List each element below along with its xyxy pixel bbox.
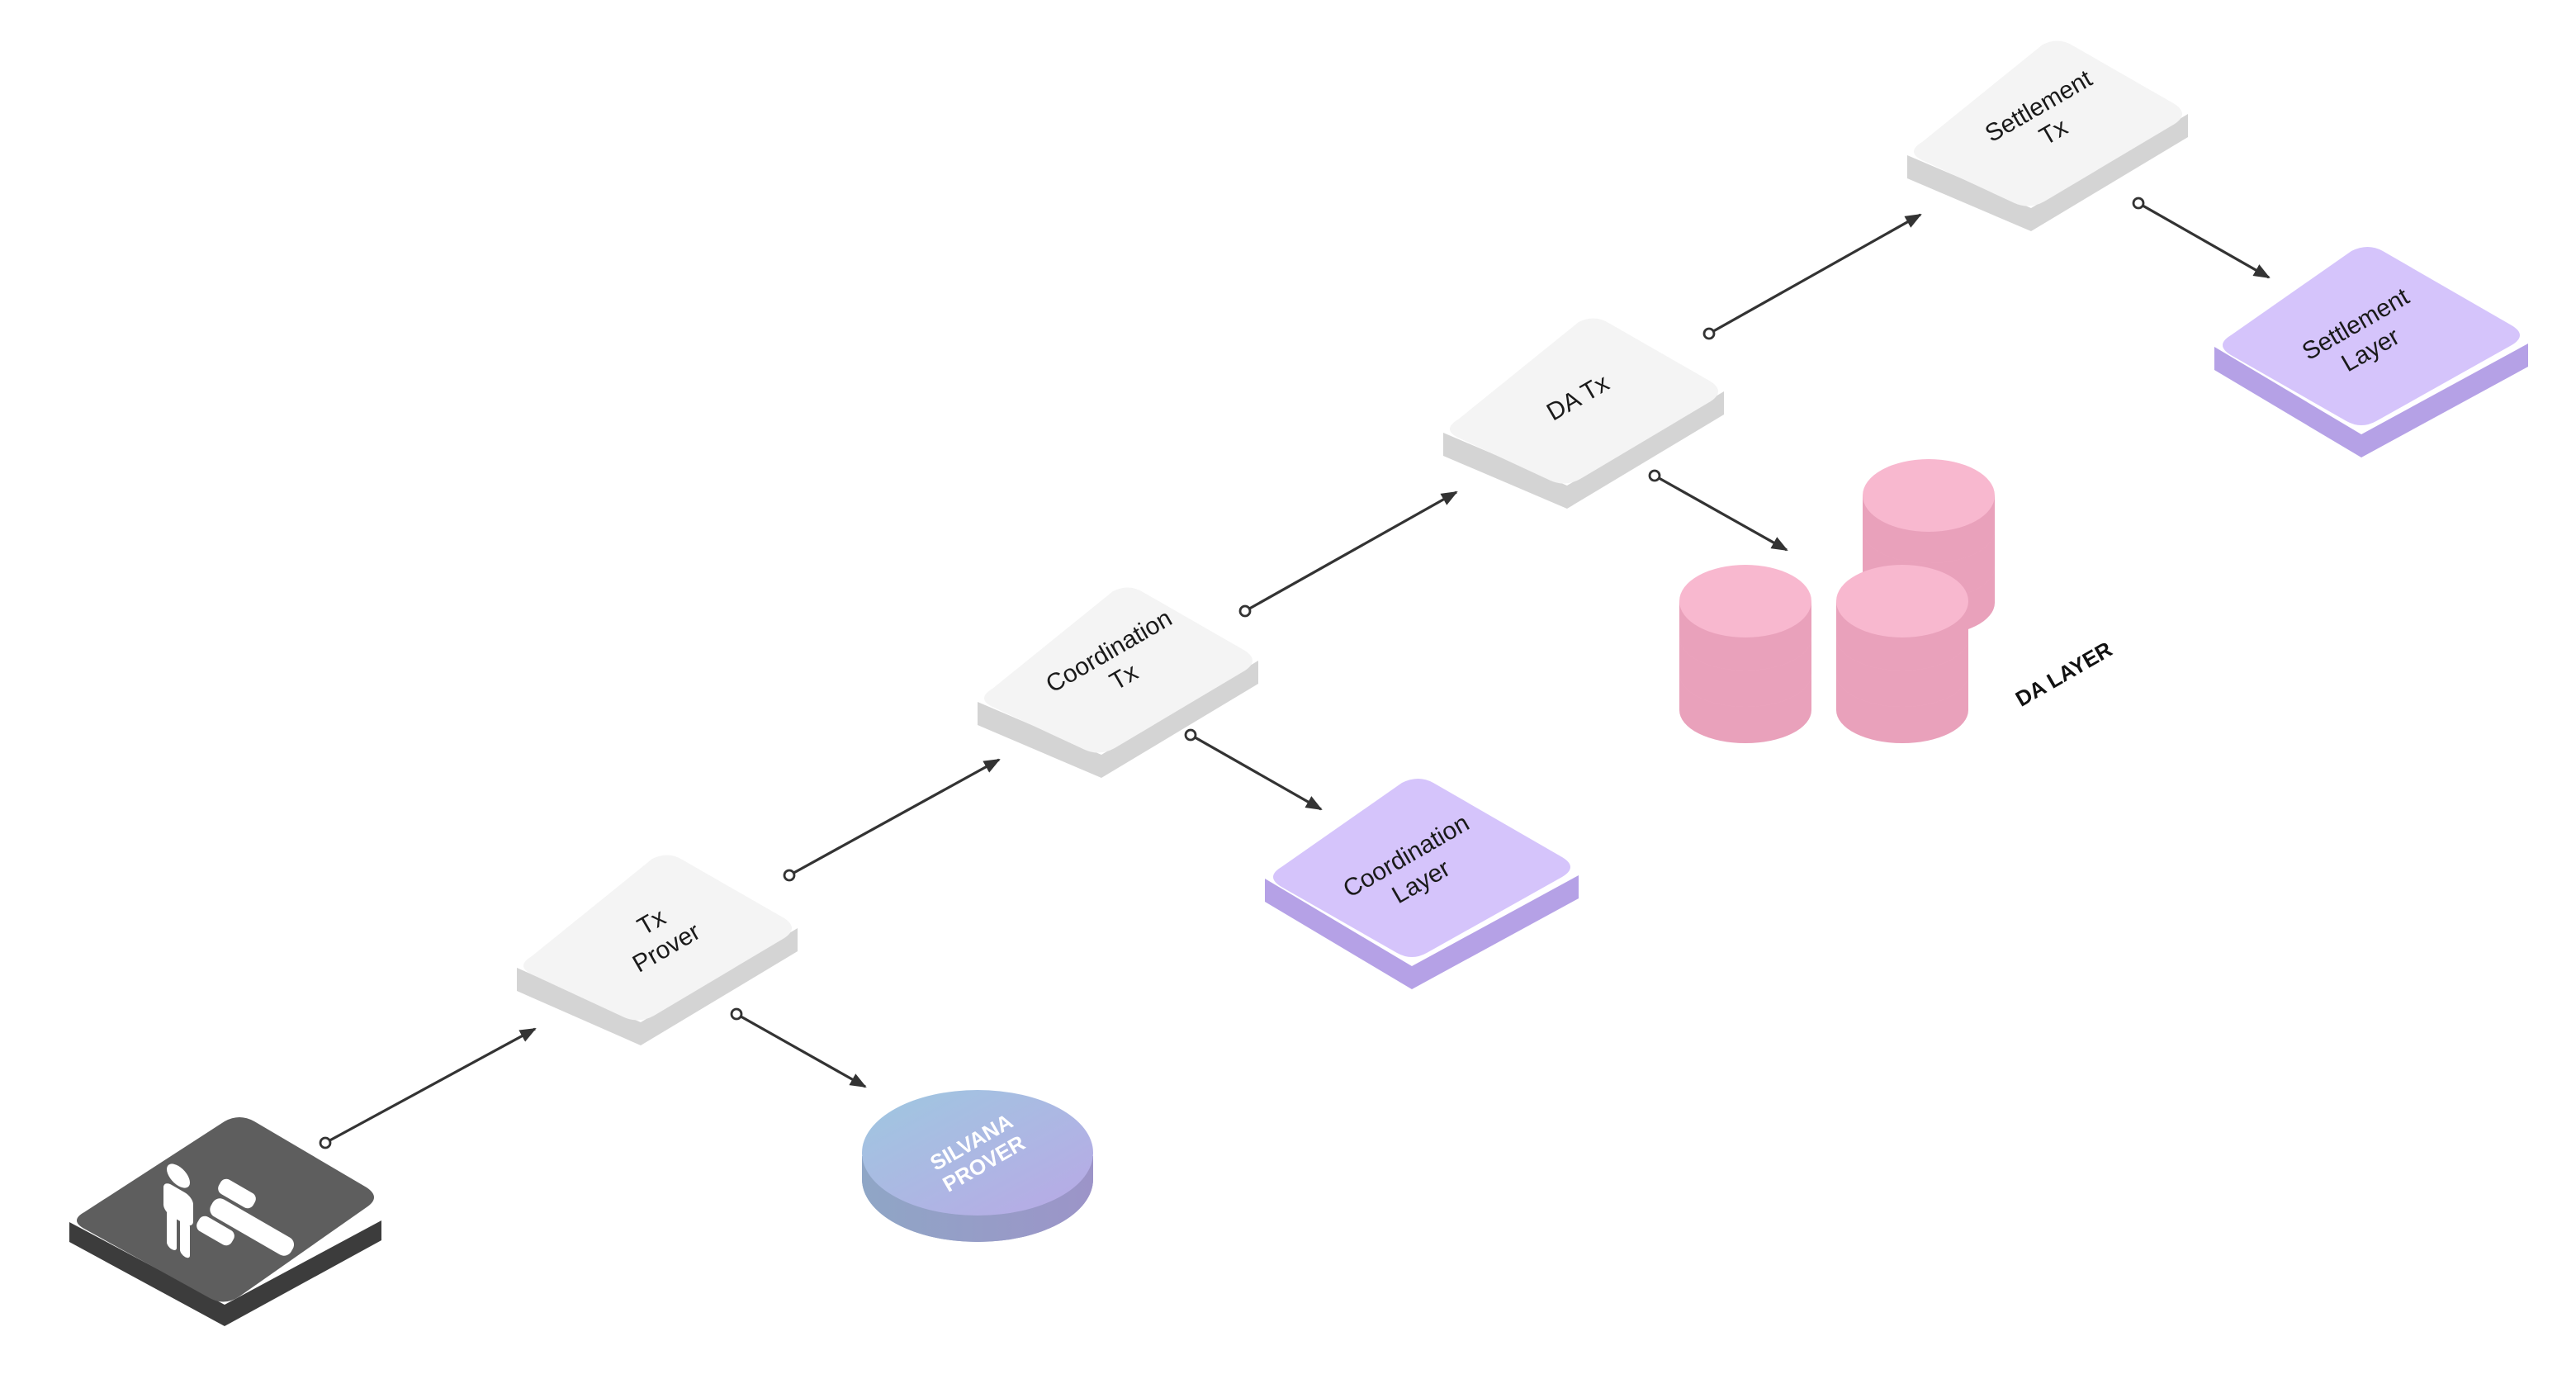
arrow-da-tx-to-da-layer bbox=[1648, 469, 1788, 552]
da-layer[interactable]: DA LAYER bbox=[1679, 459, 2116, 743]
da-layer-caption: DA LAYER bbox=[2011, 637, 2116, 712]
arrow-coordination-tx-to-da-tx bbox=[1238, 490, 1458, 618]
arrow-coordination-tx-to-coordination-layer bbox=[1184, 728, 1323, 811]
da-tx-tile[interactable]: DA Tx bbox=[1443, 318, 1724, 509]
arrow-settlement-tx-to-settlement-layer bbox=[2132, 197, 2271, 279]
arrow-tx-prover-to-silvana-prover bbox=[730, 1007, 867, 1088]
tx-prover-tile[interactable]: Tx Prover bbox=[517, 855, 798, 1045]
database-stack-left bbox=[1679, 565, 1811, 743]
coordination-layer-tile[interactable]: Coordination Layer bbox=[1265, 779, 1579, 989]
database-stack-right bbox=[1836, 565, 1968, 743]
settlement-tx-tile[interactable]: Settlement Tx bbox=[1907, 40, 2188, 231]
arrow-user-to-tx-prover bbox=[319, 1027, 537, 1149]
user-tile[interactable] bbox=[69, 1117, 381, 1326]
settlement-layer-tile[interactable]: Settlement Layer bbox=[2214, 247, 2528, 457]
arrow-tx-prover-to-coordination-tx bbox=[783, 758, 1001, 882]
connectors bbox=[319, 197, 2271, 1149]
arrow-da-tx-to-settlement-tx bbox=[1702, 213, 1922, 340]
coordination-tx-tile[interactable]: Coordination Tx bbox=[978, 587, 1258, 778]
silvana-prover-disc[interactable]: SILVANA PROVER bbox=[862, 1090, 1093, 1242]
person-icon bbox=[163, 1163, 193, 1258]
